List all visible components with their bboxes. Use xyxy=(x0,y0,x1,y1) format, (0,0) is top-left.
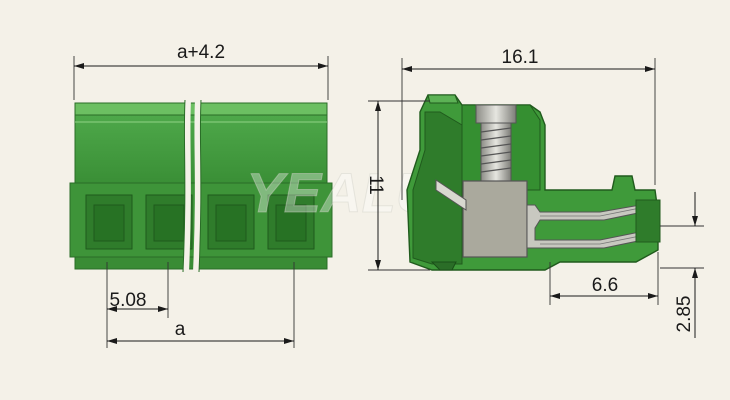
side-view xyxy=(406,94,661,271)
dimension-span: a xyxy=(107,262,295,348)
dimension-depth: 16.1 xyxy=(401,47,656,200)
clamp-body xyxy=(462,180,528,258)
label-total-width: a+4.2 xyxy=(177,42,225,63)
label-span: a xyxy=(175,319,186,340)
label-depth: 16.1 xyxy=(502,47,539,68)
label-pin-offset: 2.85 xyxy=(674,296,695,333)
dimension-pitch: 5.08 xyxy=(106,262,169,348)
wire-opening-3 xyxy=(207,194,255,250)
label-height: 11 xyxy=(365,175,386,195)
front-view xyxy=(69,99,333,273)
wire-opening-4 xyxy=(267,194,315,250)
label-pin-length: 6.6 xyxy=(592,275,618,296)
dimension-height: 11 xyxy=(365,100,430,271)
dimension-total-width: a+4.2 xyxy=(73,42,329,100)
dimension-pin-offset: 2.85 xyxy=(660,192,704,338)
label-pitch: 5.08 xyxy=(110,290,147,311)
wire-opening-1 xyxy=(85,194,133,250)
dimension-pin-length: 6.6 xyxy=(549,252,659,305)
clamp-screw xyxy=(475,104,517,182)
